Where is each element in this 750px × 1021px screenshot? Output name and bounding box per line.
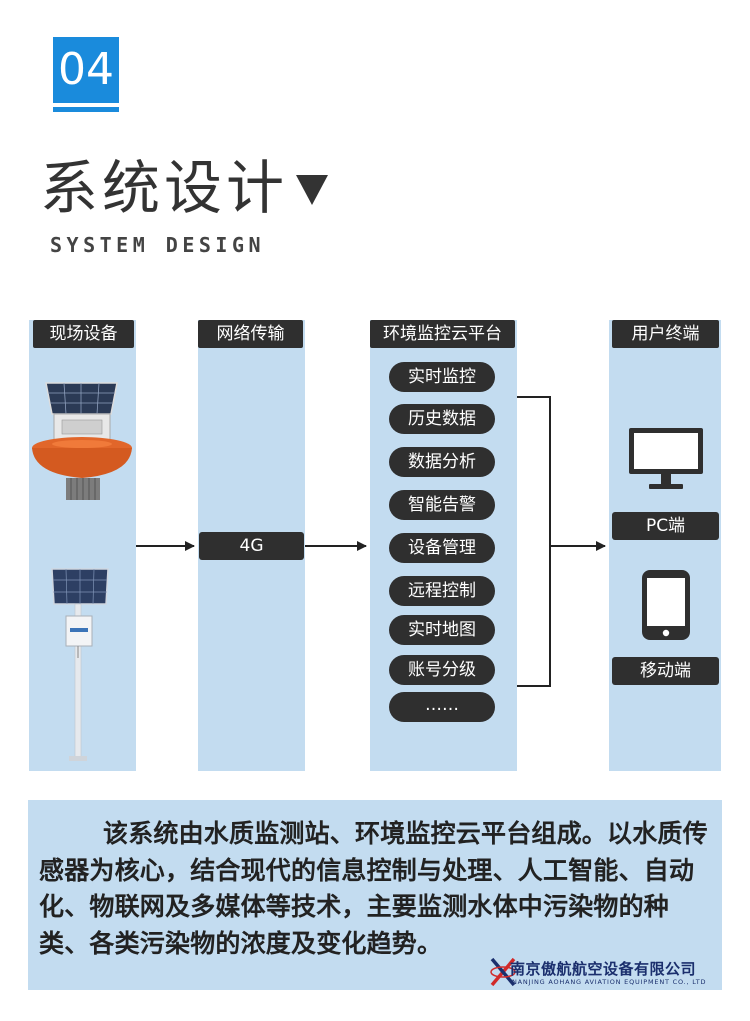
section-number-underline — [53, 107, 119, 112]
platform-column-header: 环境监控云平台 — [370, 320, 515, 348]
mobile-terminal-label: 移动端 — [612, 657, 719, 685]
platform-item: 智能告警 — [389, 490, 495, 520]
company-logo — [490, 957, 516, 987]
buoy-station-image — [32, 382, 132, 500]
monitor-icon — [629, 428, 703, 489]
section-number: 04 — [53, 37, 119, 103]
platform-item: 数据分析 — [389, 447, 495, 477]
description-panel: 该系统由水质监测站、环境监控云平台组成。以水质传感器为核心，结合现代的信息控制与… — [28, 800, 722, 990]
platform-item: 实时监控 — [389, 362, 495, 392]
platform-item: 设备管理 — [389, 533, 495, 563]
watermark-company-name: 南京傲航航空设备有限公司 — [510, 960, 697, 978]
page-title: 系统设计 — [40, 154, 289, 222]
network-column-header: 网络传输 — [198, 320, 303, 348]
platform-item: …… — [389, 692, 495, 722]
smartphone-icon — [642, 570, 690, 640]
field-column-header: 现场设备 — [33, 320, 134, 348]
description-text: 该系统由水质监测站、环境监控云平台组成。以水质传感器为核心，结合现代的信息控制与… — [39, 819, 708, 958]
watermark-company-english: NANJING AOHANG AVIATION EQUIPMENT CO., L… — [512, 978, 707, 986]
user-column — [609, 320, 721, 771]
platform-item: 远程控制 — [389, 576, 495, 606]
user-column-header: 用户终端 — [612, 320, 719, 348]
page-subtitle: SYSTEM DESIGN — [50, 233, 266, 257]
platform-item: 历史数据 — [389, 404, 495, 434]
platform-item: 账号分级 — [389, 655, 495, 685]
platform-item: 实时地图 — [389, 615, 495, 645]
pole-station-image — [51, 568, 109, 761]
network-4g-label: 4G — [199, 532, 304, 560]
triangle-down-icon — [296, 175, 328, 205]
pc-terminal-label: PC端 — [612, 512, 719, 540]
